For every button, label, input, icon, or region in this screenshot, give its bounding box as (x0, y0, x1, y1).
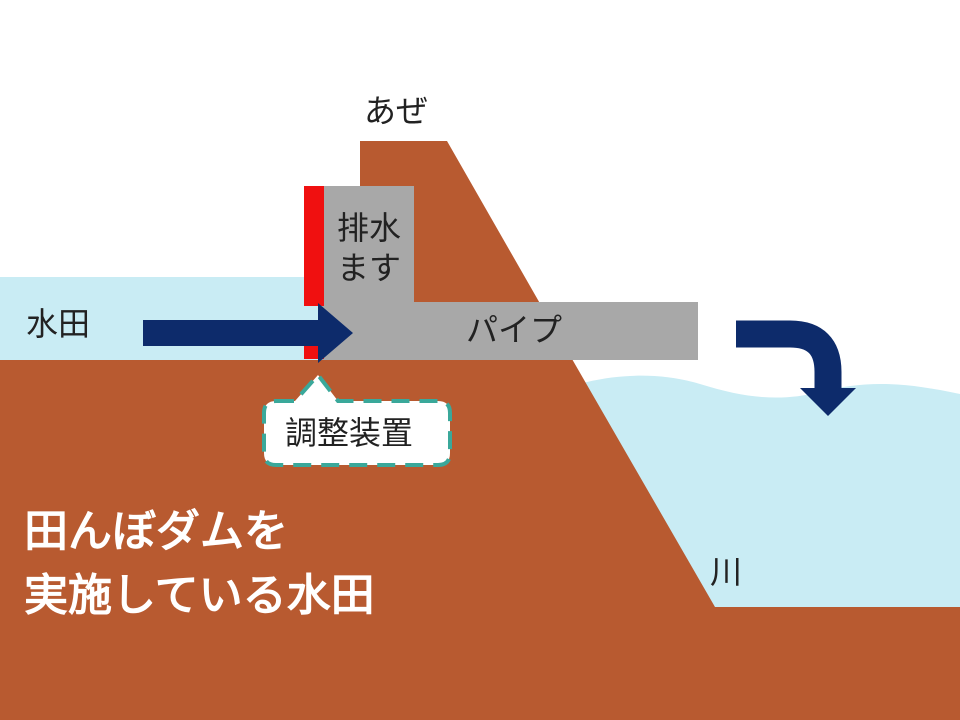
title-line-2: 実施している水田 (24, 570, 375, 621)
flow-arrow-right (143, 303, 353, 363)
pipe-label: パイプ (466, 311, 563, 349)
drain-box-label-line1: 排水 (337, 209, 402, 247)
flow-arrow-down-head (800, 388, 856, 416)
soil-ground (0, 141, 960, 720)
drain-box (322, 186, 414, 310)
aze-label: あぜ (364, 92, 429, 130)
adjuster-callout (262, 371, 452, 467)
river-label: 川 (710, 553, 743, 591)
adjuster-plate (304, 186, 324, 306)
paddy-water (0, 277, 340, 360)
pipe (322, 302, 698, 360)
paddy-label: 水田 (26, 305, 91, 343)
drain-box-label-line2: ます (337, 249, 402, 287)
title-line-1: 田んぼダムを (24, 506, 288, 557)
flow-arrow-down-curve (736, 320, 842, 390)
adjuster-label: 調整装置 (285, 414, 414, 452)
